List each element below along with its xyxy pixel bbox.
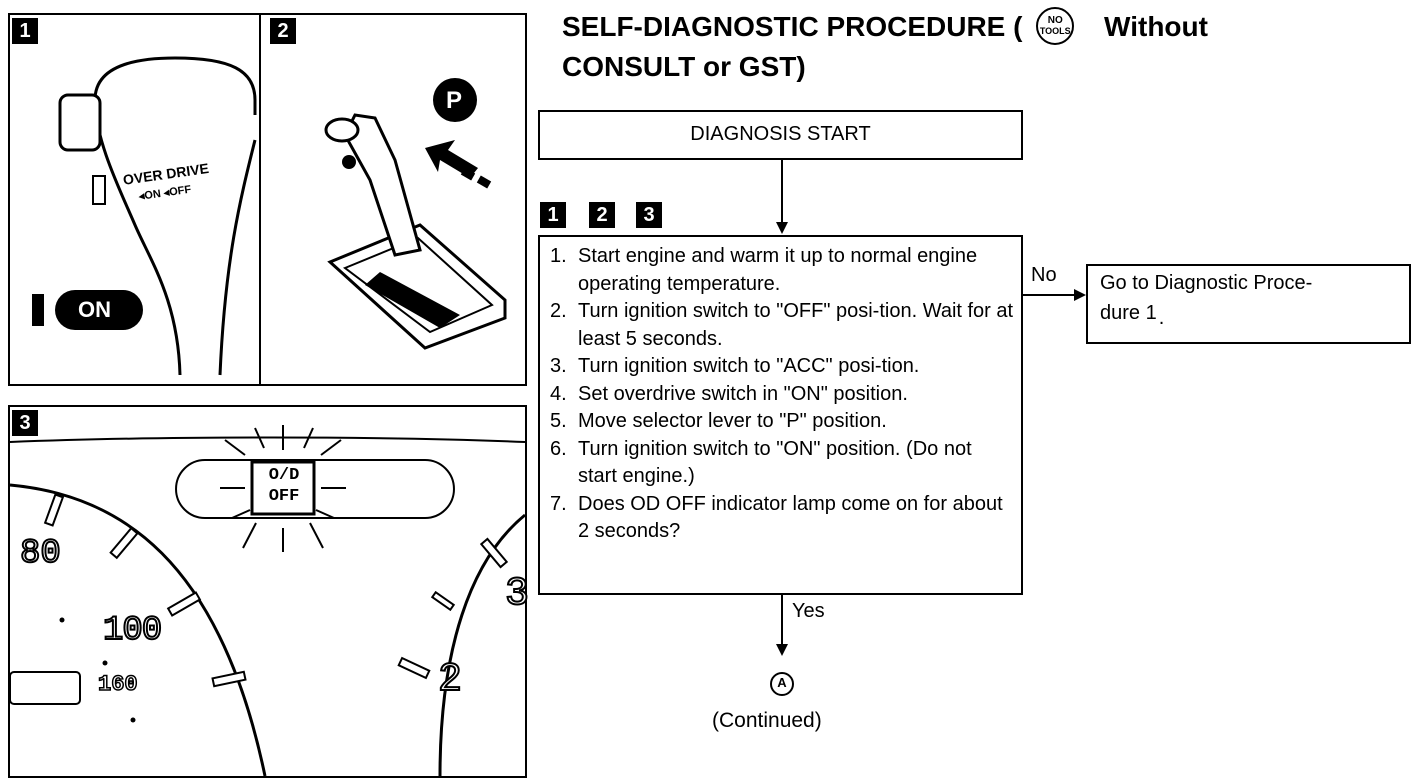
- arrow-right-icon: [1074, 289, 1086, 301]
- step-item: 1.Start engine and warm it up to normal …: [550, 245, 978, 295]
- gear-p-label: P: [446, 87, 463, 114]
- title-part-2: Without: [1104, 11, 1208, 42]
- procedure-box: [538, 235, 1023, 595]
- step-badge-2: 2: [589, 202, 615, 228]
- continued-label: (Continued): [712, 709, 822, 732]
- step-item: 3.Turn ignition switch to "ACC" posi-tio…: [550, 355, 920, 377]
- title-line-2: CONSULT or GST): [562, 50, 806, 82]
- tachometer-arc: [438, 513, 526, 777]
- p-circle-icon: [433, 78, 477, 122]
- shift-lever-icon: [343, 113, 422, 257]
- no-branch-label: No: [1031, 264, 1057, 286]
- connector-a-circle: [770, 672, 794, 696]
- panel-2-badge: 2: [270, 18, 296, 44]
- selector-button-icon: [58, 93, 102, 152]
- step-item: 6.Turn ignition switch to "ON" position.…: [550, 437, 972, 488]
- speed-100-label: 100: [102, 611, 163, 651]
- overdrive-switch-icon: [92, 175, 106, 205]
- switch-bar-icon: [32, 294, 44, 326]
- speed-160-label: 160: [97, 671, 138, 698]
- title-part-1: SELF-DIAGNOSTIC PROCEDURE (: [562, 11, 1023, 42]
- rpm-2-label: 2: [437, 657, 463, 704]
- step-item: 7.Does OD OFF indicator lamp come on for…: [550, 492, 1003, 543]
- go-to-procedure-line2: dure 1.: [1100, 302, 1165, 329]
- speedometer-arc: [9, 483, 267, 777]
- no-tools-icon: NO TOOLS: [1036, 6, 1075, 45]
- rpm-3-label: 3: [504, 571, 530, 618]
- go-to-procedure-box: [1086, 264, 1411, 344]
- diagnosis-start-label: DIAGNOSIS START: [690, 123, 871, 145]
- panel-3-badge: 3: [12, 410, 38, 436]
- no-tools-bottom: TOOLS: [1039, 25, 1071, 36]
- panel-1-badge: 1: [12, 18, 38, 44]
- od-lamp-line2: OFF: [268, 487, 300, 506]
- yes-branch-label: Yes: [792, 600, 825, 622]
- no-tools-top: NO: [1047, 14, 1063, 26]
- diagnosis-start-box: DIAGNOSIS START: [538, 110, 1023, 160]
- step-badge-1: 1: [540, 202, 566, 228]
- arrow-down-icon: [776, 644, 788, 656]
- page-title: SELF-DIAGNOSTIC PROCEDURE ( NO TOOLS Wit…: [562, 6, 1208, 86]
- gate-slot-icon: [365, 272, 460, 328]
- speed-80-label: 80: [19, 534, 62, 574]
- step-badge-3: 3: [636, 202, 662, 228]
- arrow-down-icon: [776, 222, 788, 234]
- go-to-procedure-line1: Go to Diagnostic Proce-: [1100, 272, 1313, 294]
- step-item: 2.Turn ignition switch to "OFF" posi-tio…: [550, 300, 1014, 350]
- step-item: 4.Set overdrive switch in "ON" position.: [550, 382, 908, 405]
- od-lamp-line1: O/D: [268, 466, 300, 485]
- on-pill-icon: [55, 290, 143, 330]
- procedure-steps: 1.Start engine and warm it up to normal …: [550, 243, 1015, 546]
- on-label: ON: [78, 297, 111, 322]
- rpm-tick-marks: [397, 537, 509, 680]
- connector-a-label: A: [777, 675, 787, 690]
- od-off-lamp-icon: [250, 460, 316, 516]
- speed-tick-marks: [43, 493, 247, 688]
- step-item: 5.Move selector lever to "P" position.: [550, 410, 887, 432]
- lamp-rays-icon: [220, 425, 346, 552]
